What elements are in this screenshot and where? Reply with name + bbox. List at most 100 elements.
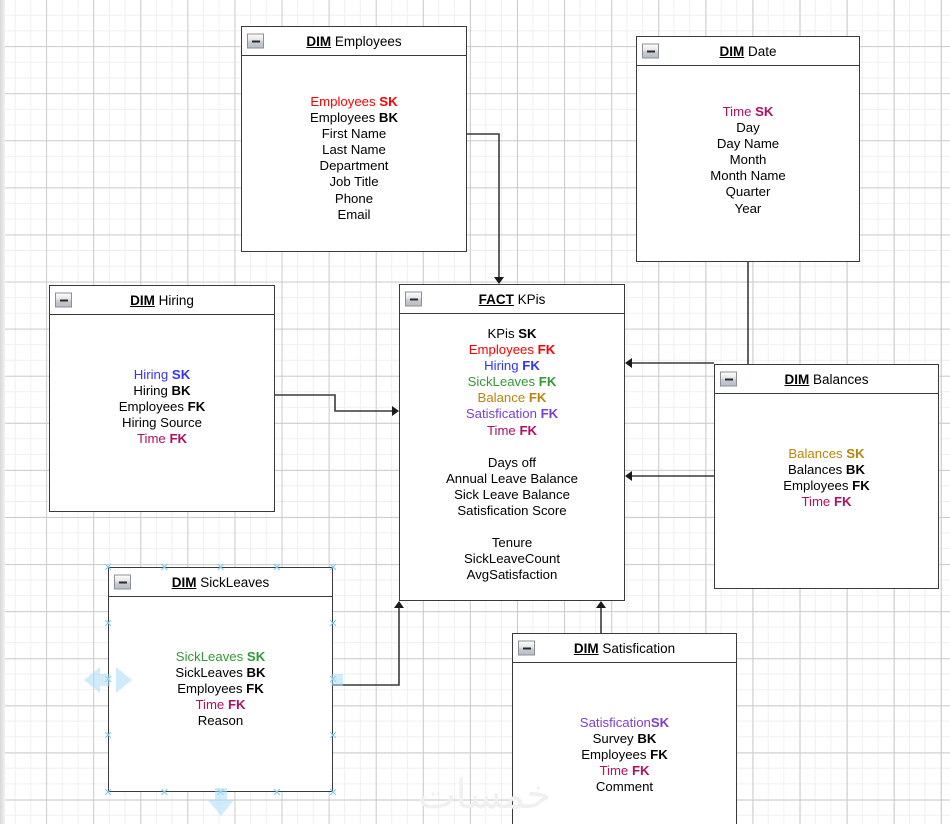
field-label: Tenure [491, 535, 533, 551]
selection-handle[interactable] [272, 563, 281, 572]
table-header-balances[interactable]: DIM Balances [715, 365, 938, 394]
field-kpis-14[interactable]: SickLeaveCount [464, 551, 560, 567]
selection-handle[interactable] [329, 731, 338, 740]
field-date-4[interactable]: Month Name [710, 168, 786, 184]
selection-handle[interactable] [329, 563, 338, 572]
field-employees-4[interactable]: Department [320, 158, 389, 174]
table-header-hiring[interactable]: DIM Hiring [50, 286, 274, 315]
field-employees-1[interactable]: Employees BK [310, 110, 398, 126]
field-kpis-15[interactable]: AvgSatisfaction [467, 567, 558, 583]
field-satisfication-4[interactable]: Comment [596, 779, 653, 795]
minus-icon[interactable] [642, 43, 659, 59]
field-date-1[interactable]: Day [736, 120, 759, 136]
selection-handle[interactable] [104, 731, 113, 740]
field-sickleaves-4[interactable]: Reason [198, 713, 243, 729]
field-label: Satisfication [465, 406, 537, 422]
field-kpis-0[interactable]: KPis SK [487, 326, 536, 342]
field-kpis-8[interactable]: Days off [488, 455, 536, 471]
selection-handle[interactable] [104, 563, 113, 572]
minus-icon[interactable] [405, 291, 422, 307]
field-kpis-10[interactable]: Sick Leave Balance [454, 487, 570, 503]
table-title-sickleaves: DIM SickLeaves [172, 575, 270, 590]
field-satisfication-1[interactable]: Survey BK [593, 731, 657, 747]
field-employees-0[interactable]: Employees SK [310, 94, 397, 110]
field-kpis-4[interactable]: Balance FK [478, 390, 547, 406]
field-date-3[interactable]: Month [730, 152, 767, 168]
field-kpis-3[interactable]: SickLeaves FK [468, 374, 557, 390]
field-date-0[interactable]: Time SK [723, 104, 774, 120]
quick-connect-left-arrow-icon[interactable] [84, 666, 100, 693]
connector-employees-to-kpis[interactable] [467, 133, 500, 279]
field-satisfication-0[interactable]: SatisficationSK [580, 715, 669, 731]
field-label: Hiring [133, 383, 168, 399]
quick-connect-stem[interactable] [100, 673, 110, 686]
minus-icon[interactable] [720, 371, 737, 387]
field-label: Employees [783, 478, 849, 494]
field-employees-3[interactable]: Last Name [322, 142, 386, 158]
field-hiring-0[interactable]: Hiring SK [134, 367, 190, 383]
field-kpis-1[interactable]: Employees FK [469, 342, 556, 358]
selection-handle[interactable] [160, 788, 169, 797]
field-employees-2[interactable]: First Name [322, 126, 386, 142]
field-date-2[interactable]: Day Name [717, 136, 779, 152]
field-kpis-2[interactable]: Hiring FK [484, 358, 540, 374]
table-header-satisfication[interactable]: DIM Satisfication [513, 634, 736, 663]
table-header-employees[interactable]: DIM Employees [242, 27, 466, 56]
field-hiring-3[interactable]: Hiring Source [122, 415, 202, 431]
field-sickleaves-2[interactable]: Employees FK [177, 681, 264, 697]
table-header-date[interactable]: DIM Date [637, 37, 859, 66]
field-hiring-4[interactable]: Time FK [137, 431, 187, 447]
field-key-tag: FK [534, 342, 556, 358]
minus-icon[interactable] [518, 640, 535, 656]
selection-handle[interactable] [160, 563, 169, 572]
quick-connect-down-arrow-icon[interactable] [207, 800, 234, 816]
field-balances-0[interactable]: Balances SK [788, 446, 864, 462]
field-balances-3[interactable]: Time FK [801, 494, 851, 510]
connector-hiring-to-kpis[interactable] [275, 394, 392, 412]
field-balances-1[interactable]: Balances BK [788, 462, 865, 478]
selection-handle[interactable] [216, 563, 225, 572]
field-employees-7[interactable]: Email [338, 207, 371, 223]
field-kpis-5[interactable]: Satisfication FK [466, 406, 558, 422]
field-kpis-11[interactable]: Satisfication Score [457, 503, 566, 519]
field-kpis-13[interactable]: Tenure [492, 535, 532, 551]
field-date-5[interactable]: Quarter [726, 184, 771, 200]
field-kpis-9[interactable]: Annual Leave Balance [446, 471, 578, 487]
table-kind-kpis: FACT [478, 291, 514, 307]
selection-handle[interactable] [329, 619, 338, 628]
minus-icon[interactable] [247, 33, 264, 49]
minus-icon[interactable] [114, 574, 131, 590]
quick-connect-stem[interactable] [331, 673, 343, 686]
field-sickleaves-0[interactable]: SickLeaves SK [176, 649, 265, 665]
field-hiring-2[interactable]: Employees FK [119, 399, 206, 415]
selection-handle[interactable] [104, 619, 113, 628]
table-title-balances: DIM Balances [784, 372, 868, 387]
field-satisfication-2[interactable]: Employees FK [581, 747, 668, 763]
table-title-kpis: FACT KPis [479, 292, 546, 307]
selection-handle[interactable] [104, 788, 113, 797]
field-balances-2[interactable]: Employees FK [783, 478, 870, 494]
selection-handle[interactable] [329, 788, 338, 797]
field-employees-6[interactable]: Phone [335, 191, 373, 207]
field-satisfication-3[interactable]: Time FK [599, 763, 649, 779]
field-kpis-6[interactable]: Time FK [487, 423, 537, 439]
field-hiring-1[interactable]: Hiring BK [133, 383, 190, 399]
quick-connect-right-arrow-icon[interactable] [116, 666, 132, 693]
field-employees-5[interactable]: Job Title [329, 174, 378, 190]
field-date-6[interactable]: Year [735, 201, 762, 217]
table-header-kpis[interactable]: FACT KPis [400, 285, 624, 314]
quick-connect-stem[interactable] [214, 788, 227, 800]
minus-icon[interactable] [55, 292, 72, 308]
selection-handle[interactable] [272, 788, 281, 797]
field-sickleaves-3[interactable]: Time FK [195, 697, 245, 713]
field-sickleaves-1[interactable]: SickLeaves BK [175, 665, 265, 681]
